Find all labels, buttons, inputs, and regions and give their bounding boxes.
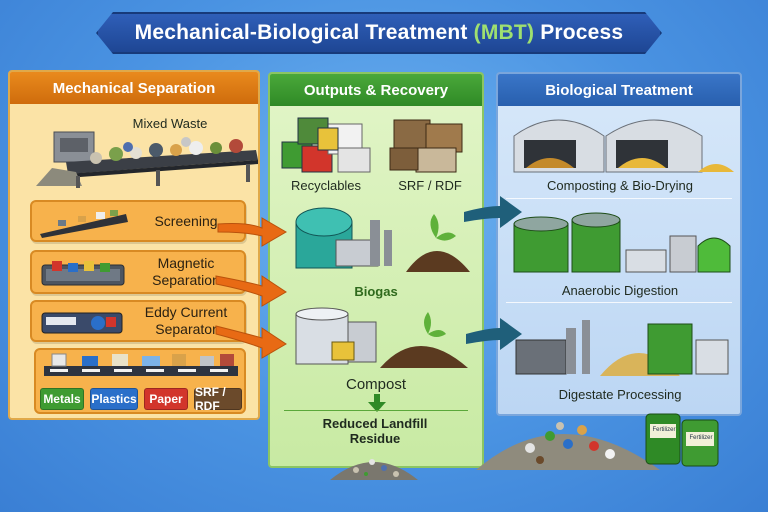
screening-label: Screening: [154, 212, 218, 229]
mixed-waste-conveyor-icon: [36, 131, 258, 188]
outputs-header: Outputs & Recovery: [270, 74, 482, 106]
anaerobic-digesters-icon: [513, 212, 731, 273]
mechanical-header: Mechanical Separation: [10, 72, 258, 104]
digestate-processing-icon: [515, 320, 729, 376]
arrow-eddy-to-compost-icon: [215, 325, 287, 359]
eddy-current-separator-icon: [41, 312, 123, 334]
landfill-residue-pile-icon: [330, 459, 418, 480]
compost-divider: [284, 410, 468, 411]
screening-machine-icon: [40, 210, 128, 238]
magnetic-separation-label: Magnetic Separation: [152, 255, 220, 288]
step-screening: Screening: [30, 200, 246, 242]
title-highlight: (MBT): [473, 21, 535, 44]
step-eddy-current-separator: Eddy Current Separator: [30, 300, 246, 342]
sorted-outputs-box: Metals Plastics Paper SRF / RDF: [34, 348, 246, 414]
title-banner: Mechanical-Biological Treatment (MBT) Pr…: [96, 12, 662, 54]
srf-rdf-label: SRF / RDF: [398, 178, 462, 193]
compost-label: Compost: [345, 376, 407, 393]
output-paper-badge: Paper: [144, 388, 188, 410]
mixed-waste-label: Mixed Waste: [132, 116, 208, 131]
page-title: Mechanical-Biological Treatment (MBT) Pr…: [135, 21, 624, 45]
anaerobic-label: Anaerobic Digestion: [561, 283, 679, 298]
output-metals-badge: Metals: [40, 388, 84, 410]
down-arrow-icon: [368, 394, 386, 412]
arrow-magnetic-to-biogas-icon: [215, 275, 287, 307]
arrow-to-biological-2-icon: [466, 318, 522, 350]
biological-header: Biological Treatment: [498, 74, 740, 106]
biogas-label: Biogas: [354, 284, 398, 299]
composting-label: Composting & Bio-Drying: [547, 178, 693, 193]
recyclables-label: Recyclables: [290, 178, 362, 193]
composting-halls-icon: [513, 119, 734, 173]
bio-divider-2: [506, 302, 732, 303]
output-plastics-badge: Plastics: [90, 388, 138, 410]
compost-facility-icon: [295, 307, 468, 368]
reduced-landfill-label: Reduced Landfill Residue: [322, 416, 428, 446]
bio-divider-1: [506, 198, 732, 199]
sorting-line-icon: [44, 353, 238, 376]
fertilizer-bag-label-2: Fertilizer: [689, 435, 713, 441]
final-output-pile-icon: [476, 413, 719, 470]
step-magnetic-separation: Magnetic Separation: [30, 250, 246, 294]
digestate-label: Digestate Processing: [558, 387, 682, 402]
output-srf-rdf-badge: SRF / RDF: [194, 385, 242, 413]
title-prefix: Mechanical-Biological Treatment: [134, 21, 474, 44]
magnetic-separator-icon: [41, 261, 125, 286]
arrow-to-biological-1-icon: [464, 196, 522, 228]
eddy-current-label: Eddy Current Separator: [144, 304, 228, 337]
recyclable-bales-icon: [281, 117, 371, 173]
arrow-screening-to-recyclables-icon: [217, 217, 287, 247]
title-suffix: Process: [534, 21, 624, 44]
fertilizer-bag-label: Fertilizer: [652, 427, 676, 433]
srf-bales-icon: [389, 119, 463, 173]
biogas-plant-icon: [295, 207, 470, 272]
